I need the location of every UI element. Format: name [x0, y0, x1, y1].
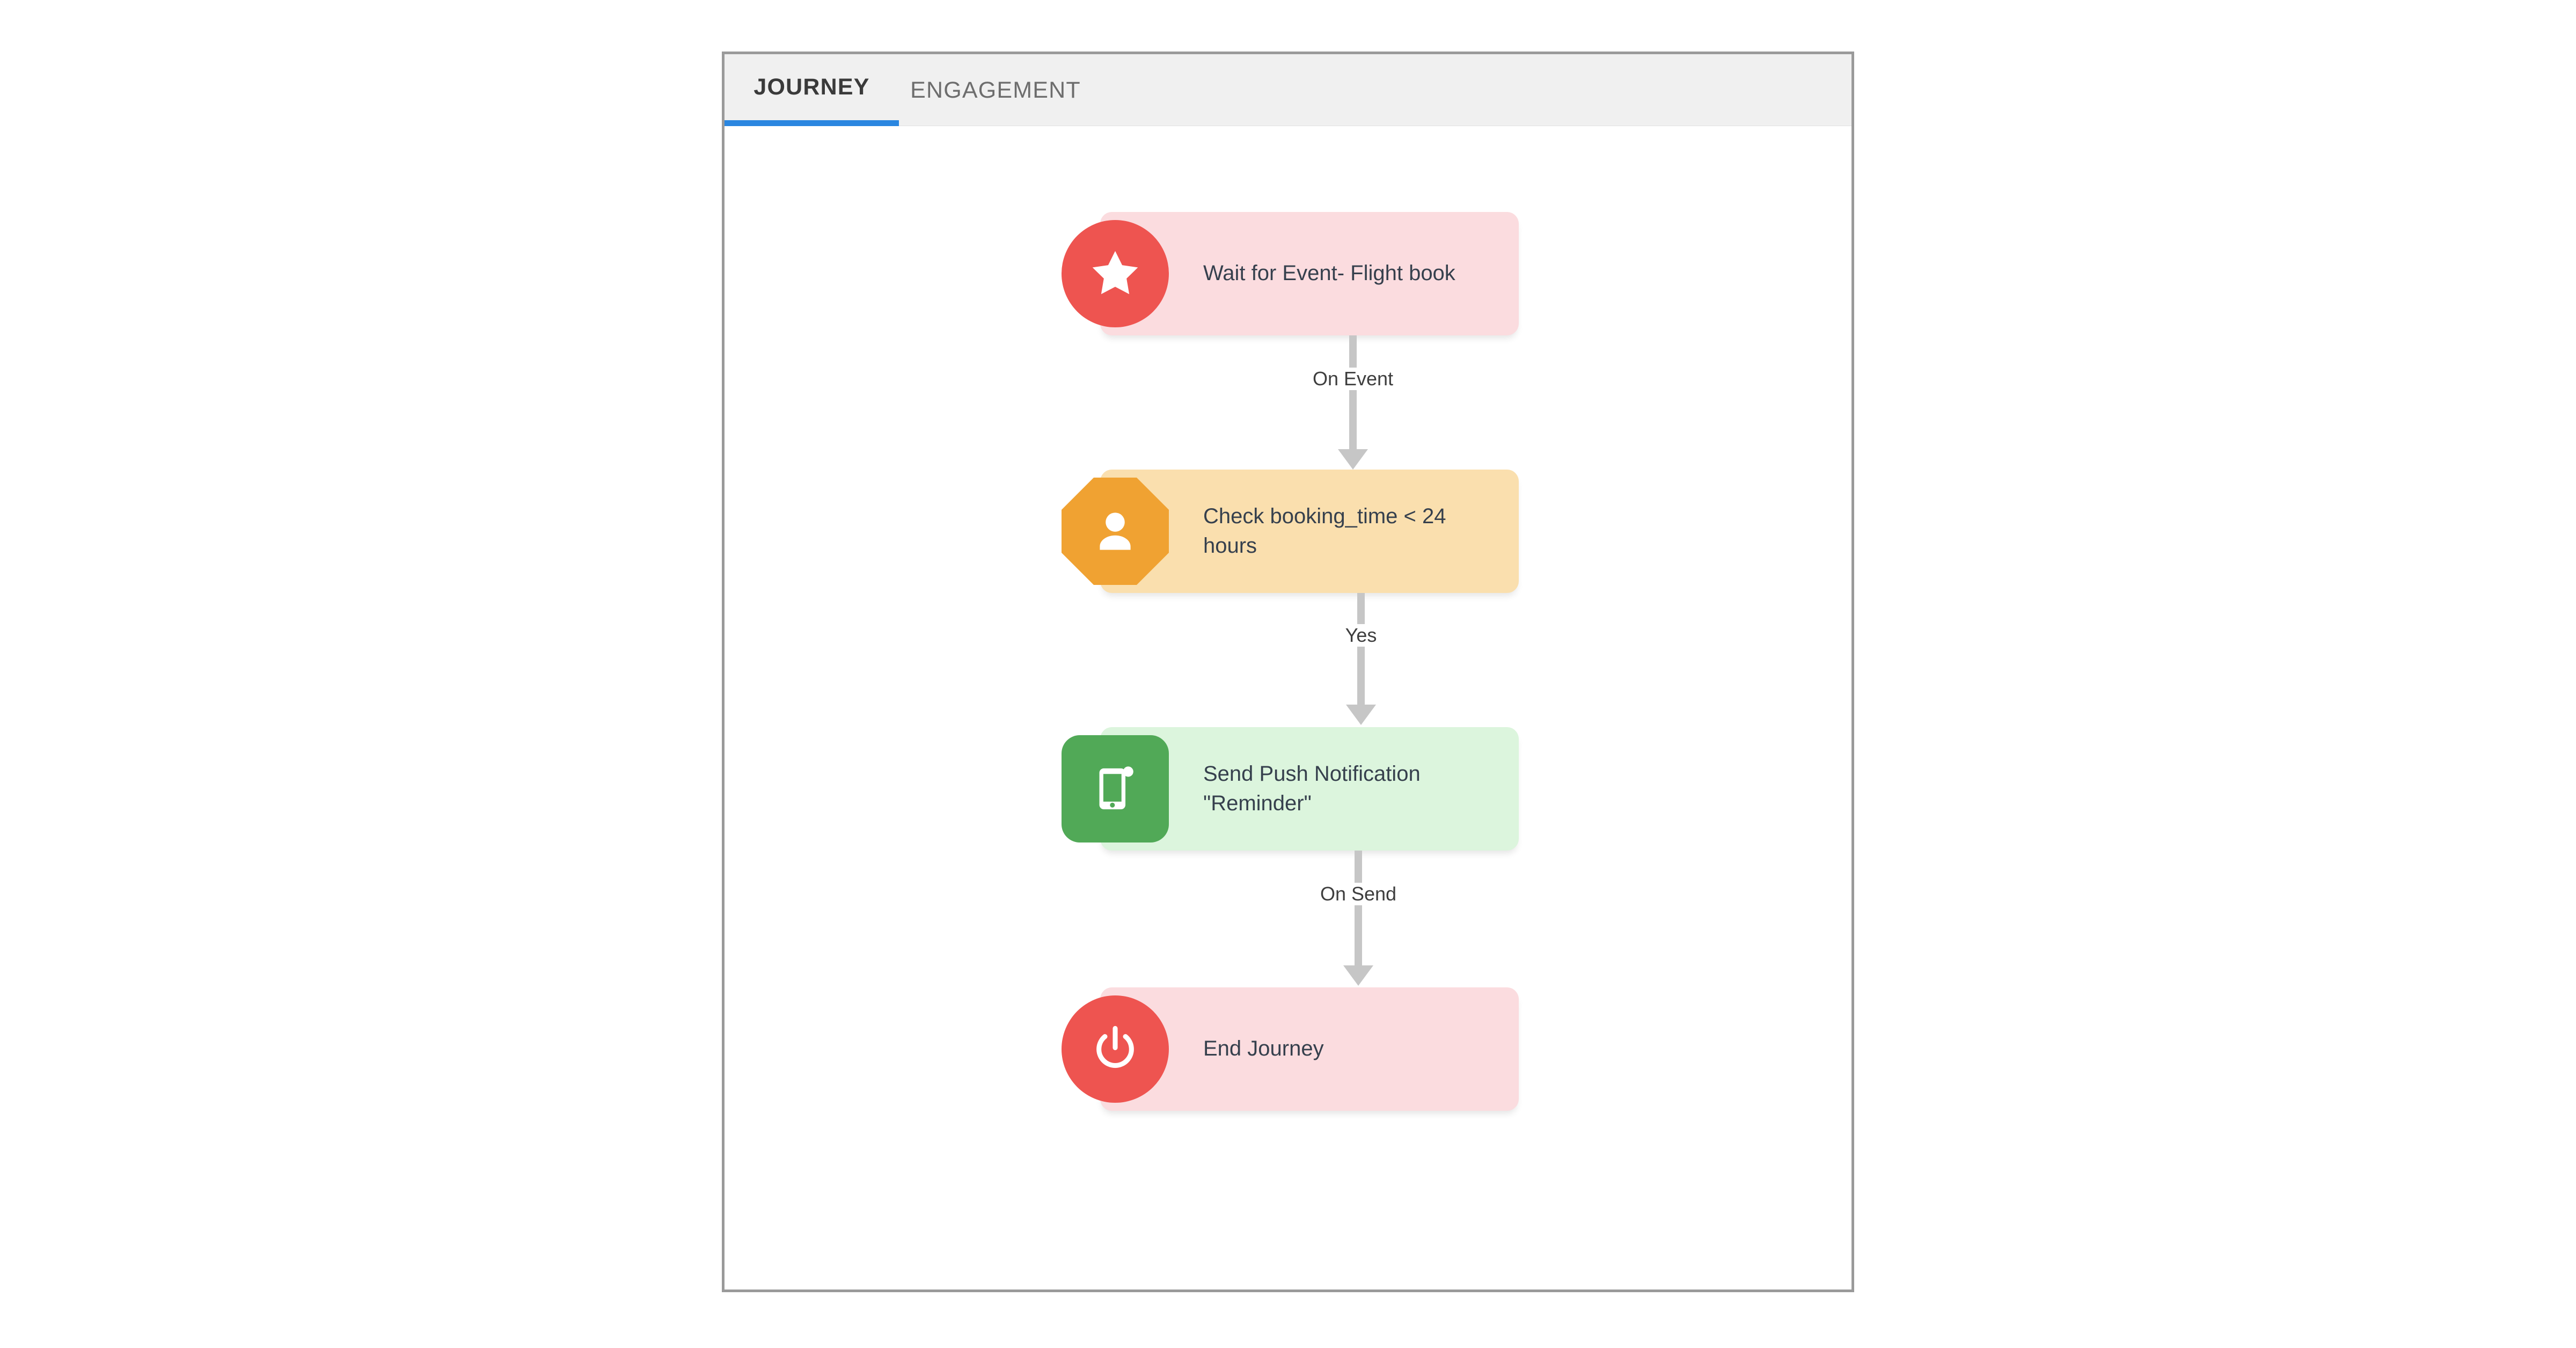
- star-icon: [1062, 220, 1169, 327]
- flow-edge-on-send: On Send: [1311, 851, 1406, 986]
- edge-line: [1357, 593, 1365, 705]
- flow-node-label: End Journey: [1203, 1037, 1324, 1061]
- flow-node-label: Send Push Notification "Reminder": [1203, 761, 1421, 815]
- flow-node-label: Wait for Event- Flight book: [1203, 261, 1455, 285]
- flow-edge-on-event: On Event: [1304, 335, 1402, 470]
- tab-engagement[interactable]: ENGAGEMENT: [910, 77, 1081, 103]
- edge-line: [1349, 335, 1357, 449]
- flow-node-end-journey[interactable]: End Journey: [1062, 987, 1519, 1111]
- power-icon: [1062, 995, 1169, 1103]
- arrowhead-icon: [1346, 705, 1376, 725]
- flow-node-wait-for-event[interactable]: Wait for Event- Flight book: [1062, 212, 1519, 335]
- flow-node-label: Check booking_time < 24 hours: [1203, 504, 1446, 558]
- journey-flow-canvas: Wait for Event- Flight book On Event Che…: [724, 126, 1851, 1290]
- flow-edge-label: On Event: [1304, 368, 1402, 390]
- tab-bar: JOURNEY ENGAGEMENT: [724, 54, 1851, 126]
- user-icon: [1062, 478, 1169, 585]
- flow-edge-yes: Yes: [1336, 593, 1386, 725]
- flow-edge-label: Yes: [1336, 624, 1386, 647]
- arrowhead-icon: [1343, 965, 1373, 986]
- tab-journey[interactable]: JOURNEY: [724, 54, 899, 126]
- flow-node-check-booking-time[interactable]: Check booking_time < 24 hours: [1062, 470, 1519, 593]
- journey-panel: JOURNEY ENGAGEMENT Wait for Event- Fligh…: [722, 52, 1854, 1292]
- mobile-push-icon: [1062, 735, 1169, 843]
- flow-node-send-push-notification[interactable]: Send Push Notification "Reminder": [1062, 727, 1519, 851]
- flow-edge-label: On Send: [1311, 883, 1406, 905]
- edge-line: [1355, 851, 1362, 965]
- arrowhead-icon: [1338, 449, 1368, 470]
